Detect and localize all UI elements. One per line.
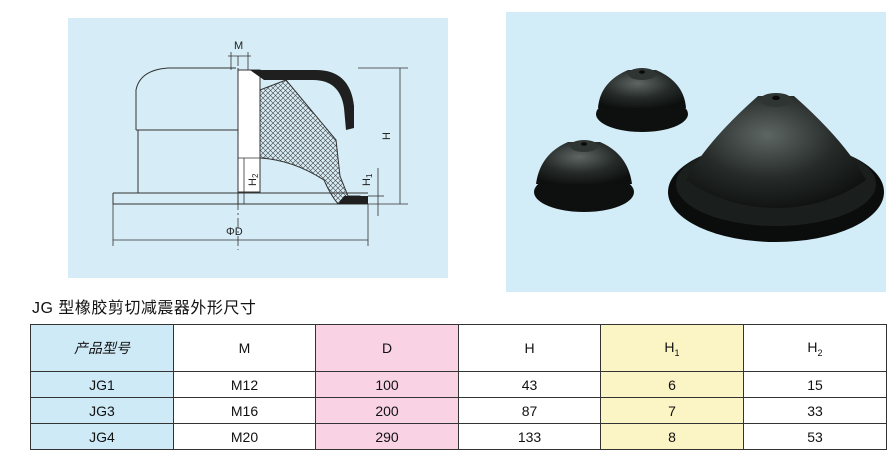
header-m: M bbox=[173, 324, 316, 372]
header-model: 产品型号 bbox=[30, 324, 174, 372]
dimension-m bbox=[228, 52, 251, 70]
cell-h: 43 bbox=[458, 371, 601, 398]
dim-label-h1: H1 bbox=[361, 173, 374, 186]
cell-h1: 7 bbox=[600, 397, 744, 424]
cell-m: M16 bbox=[173, 397, 316, 424]
dimension-d bbox=[112, 204, 369, 246]
header-h: H bbox=[458, 324, 601, 372]
cell-m: M20 bbox=[173, 423, 316, 450]
rubber-mounts-illustration bbox=[534, 68, 884, 242]
dim-label-h2: H2 bbox=[247, 173, 260, 186]
cell-d: 200 bbox=[315, 397, 459, 424]
mount-small-front bbox=[534, 140, 634, 212]
technical-drawing: M H H1 H2 ΦD bbox=[68, 18, 448, 278]
section-view bbox=[237, 69, 368, 205]
dimension-h2 bbox=[238, 157, 266, 204]
table-header-row: 产品型号 M D H H1 H2 bbox=[30, 324, 887, 372]
table-row: JG4 M20 290 133 8 53 bbox=[30, 423, 887, 450]
table-row: JG1 M12 100 43 6 15 bbox=[30, 371, 887, 398]
cell-h1: 8 bbox=[600, 423, 744, 450]
dim-label-m: M bbox=[234, 40, 243, 52]
cell-h2: 15 bbox=[743, 371, 887, 398]
cell-h1: 6 bbox=[600, 371, 744, 398]
mount-small-back bbox=[596, 68, 688, 132]
cell-d: 100 bbox=[315, 371, 459, 398]
header-d: D bbox=[315, 324, 459, 372]
dim-label-d: ΦD bbox=[226, 226, 243, 238]
mount-large bbox=[668, 93, 884, 242]
dimension-h bbox=[358, 67, 408, 205]
cell-h2: 53 bbox=[743, 423, 887, 450]
cell-model: JG4 bbox=[30, 423, 174, 450]
dimension-h1 bbox=[368, 168, 384, 216]
cell-d: 290 bbox=[315, 423, 459, 450]
cell-h: 133 bbox=[458, 423, 601, 450]
cell-h2: 33 bbox=[743, 397, 887, 424]
cross-section-diagram: M H H1 H2 ΦD bbox=[112, 40, 408, 250]
cell-model: JG1 bbox=[30, 371, 174, 398]
section-title: JG 型橡胶剪切减震器外形尺寸 bbox=[32, 300, 257, 317]
table-row: JG3 M16 200 87 7 33 bbox=[30, 397, 887, 424]
product-photo bbox=[506, 12, 886, 292]
cell-model: JG3 bbox=[30, 397, 174, 424]
dimension-table: 产品型号 M D H H1 H2 JG1 M12 100 43 6 15 JG3… bbox=[30, 324, 887, 450]
header-h2: H2 bbox=[743, 324, 887, 372]
cell-h: 87 bbox=[458, 397, 601, 424]
cell-m: M12 bbox=[173, 371, 316, 398]
dim-label-h: H bbox=[381, 132, 393, 140]
header-h1: H1 bbox=[600, 324, 744, 372]
